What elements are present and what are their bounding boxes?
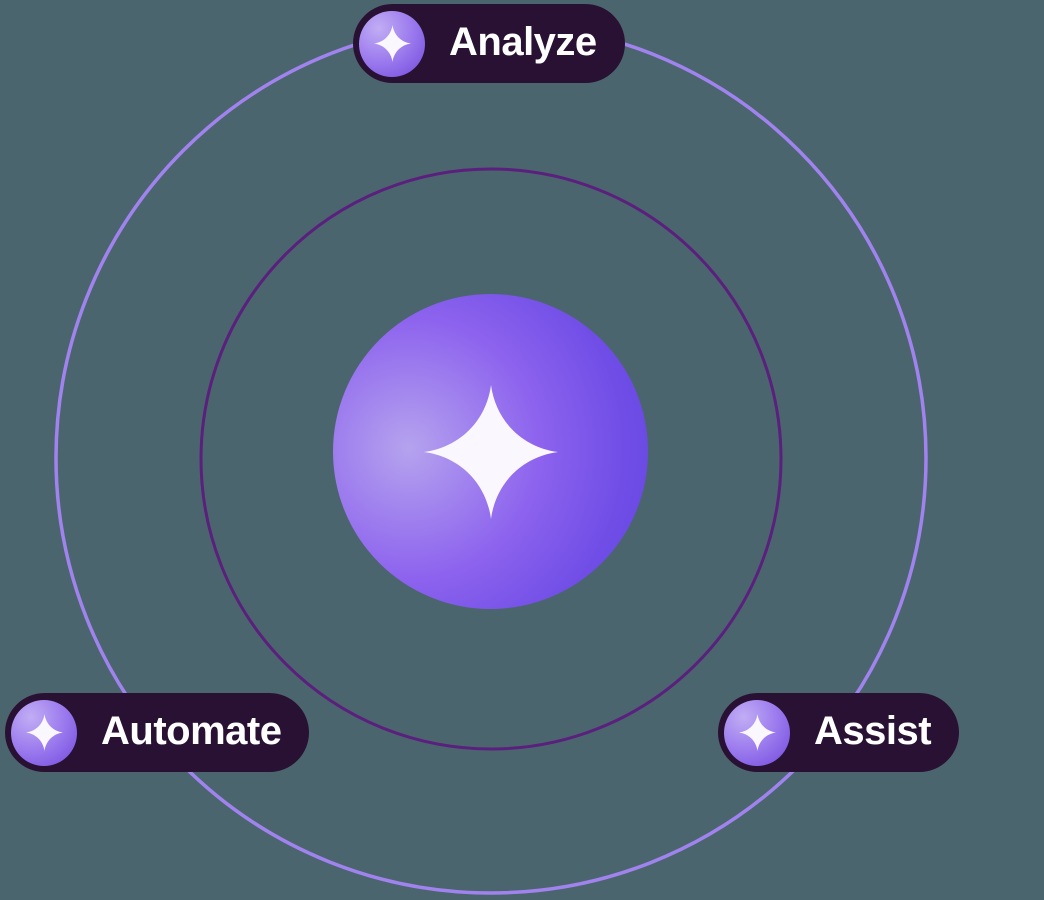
inner-orbit-ring bbox=[199, 167, 783, 751]
badge-analyze-label: Analyze bbox=[449, 20, 597, 64]
sparkle-icon bbox=[423, 384, 558, 519]
badge-assist-label: Assist bbox=[814, 709, 932, 753]
badge-analyze-icon-circle bbox=[359, 10, 425, 77]
badge-analyze[interactable]: Analyze bbox=[353, 4, 625, 83]
sparkle-icon bbox=[25, 714, 63, 751]
sparkle-icon bbox=[373, 25, 411, 62]
badge-automate-icon-circle bbox=[11, 699, 77, 766]
center-sphere bbox=[333, 294, 648, 609]
badge-assist-icon-circle bbox=[724, 699, 790, 766]
badge-automate[interactable]: Automate bbox=[5, 693, 310, 772]
sparkle-icon bbox=[738, 714, 776, 751]
badge-assist[interactable]: Assist bbox=[718, 693, 960, 772]
badge-automate-label: Automate bbox=[101, 709, 282, 753]
